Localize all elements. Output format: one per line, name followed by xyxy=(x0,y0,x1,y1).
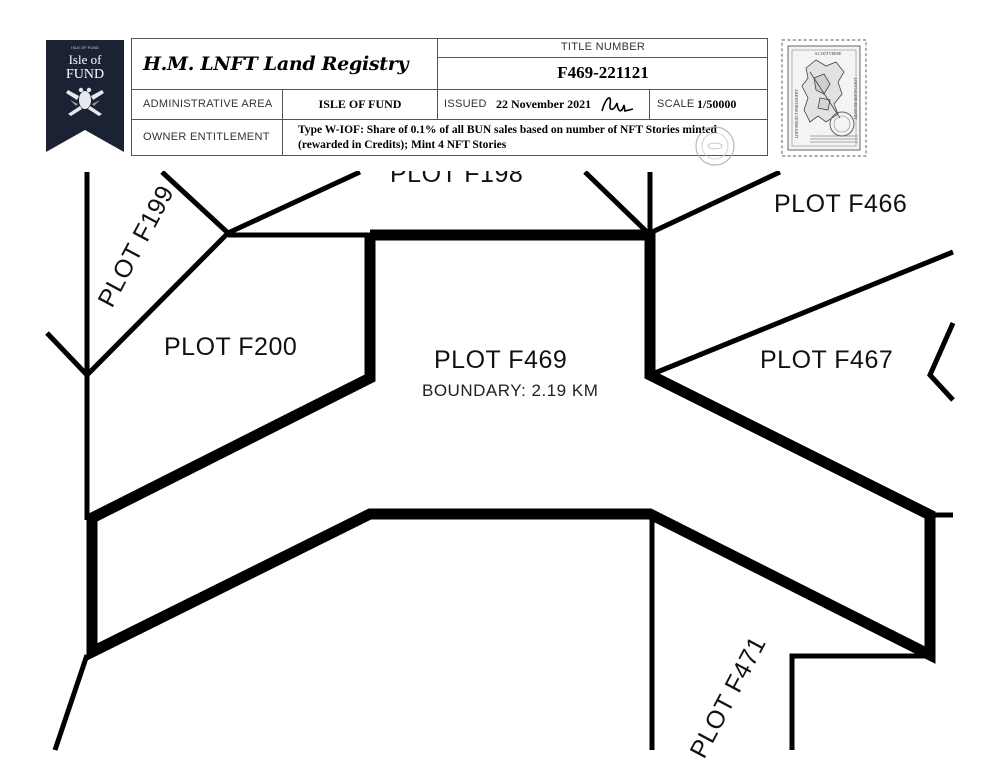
svg-text:LOOT ISLAND REGISTRY: LOOT ISLAND REGISTRY xyxy=(853,78,857,120)
admin-area-label: ADMINISTRATIVE AREA xyxy=(143,98,273,110)
scale-label: SCALE xyxy=(657,98,695,110)
registry-header: H.M. LNFT Land Registry TITLE NUMBER F46… xyxy=(131,38,768,166)
island-illustration-icon xyxy=(801,59,845,123)
plot-f469-boundary-length: BOUNDARY: 2.19 KM xyxy=(422,381,599,400)
svg-text:LOOT PROJECT PHILOSOPHY: LOOT PROJECT PHILOSOPHY xyxy=(795,89,799,138)
map-line xyxy=(789,653,930,750)
plot-label-f200: PLOT F200 xyxy=(164,333,298,361)
svg-text:Isle of: Isle of xyxy=(69,52,103,67)
plot-label-f199: PLOT F199 xyxy=(92,180,180,312)
map-line xyxy=(927,321,956,402)
plot-label-f469: PLOT F469 xyxy=(434,346,568,374)
svg-text:ISLE OF FUND: ISLE OF FUND xyxy=(71,45,99,50)
title-number-label: TITLE NUMBER xyxy=(560,41,646,53)
plot-label-f467: PLOT F467 xyxy=(760,346,894,374)
header-grid xyxy=(131,38,768,156)
issued-date: 22 November 2021 xyxy=(496,97,592,111)
svg-text:A LOOTVERSE: A LOOTVERSE xyxy=(815,51,843,56)
owner-entitlement-text: Type W-IOF: Share of 0.1% of all BUN sal… xyxy=(298,124,717,151)
owner-entitlement-label: OWNER ENTITLEMENT xyxy=(143,131,270,143)
map-line xyxy=(583,170,650,235)
map-line xyxy=(45,331,89,377)
plot-f469-boundary xyxy=(86,229,936,664)
map-line xyxy=(648,169,782,236)
title-number: F469-221121 xyxy=(557,63,649,82)
isle-of-fund-logo: ISLE OF FUND Isle of FUND xyxy=(46,40,124,152)
frog-emblem-icon xyxy=(66,87,104,116)
plot-label-f471: PLOT F471 xyxy=(684,631,772,763)
issued-label: ISSUED xyxy=(444,98,487,110)
seal-icon xyxy=(695,126,735,166)
registry-title: H.M. LNFT Land Registry xyxy=(143,53,409,75)
scale-value: 1/50000 xyxy=(697,97,737,111)
postage-stamp: A LOOTVERSE LOOT PROJECT PHILOSOPHY LOOT… xyxy=(780,38,868,158)
svg-text:FUND: FUND xyxy=(66,67,104,82)
map-line xyxy=(52,654,90,751)
signature-icon xyxy=(601,97,634,112)
map-line xyxy=(226,169,362,236)
plot-label-f466: PLOT F466 xyxy=(774,190,908,218)
admin-area: ISLE OF FUND xyxy=(318,97,402,111)
